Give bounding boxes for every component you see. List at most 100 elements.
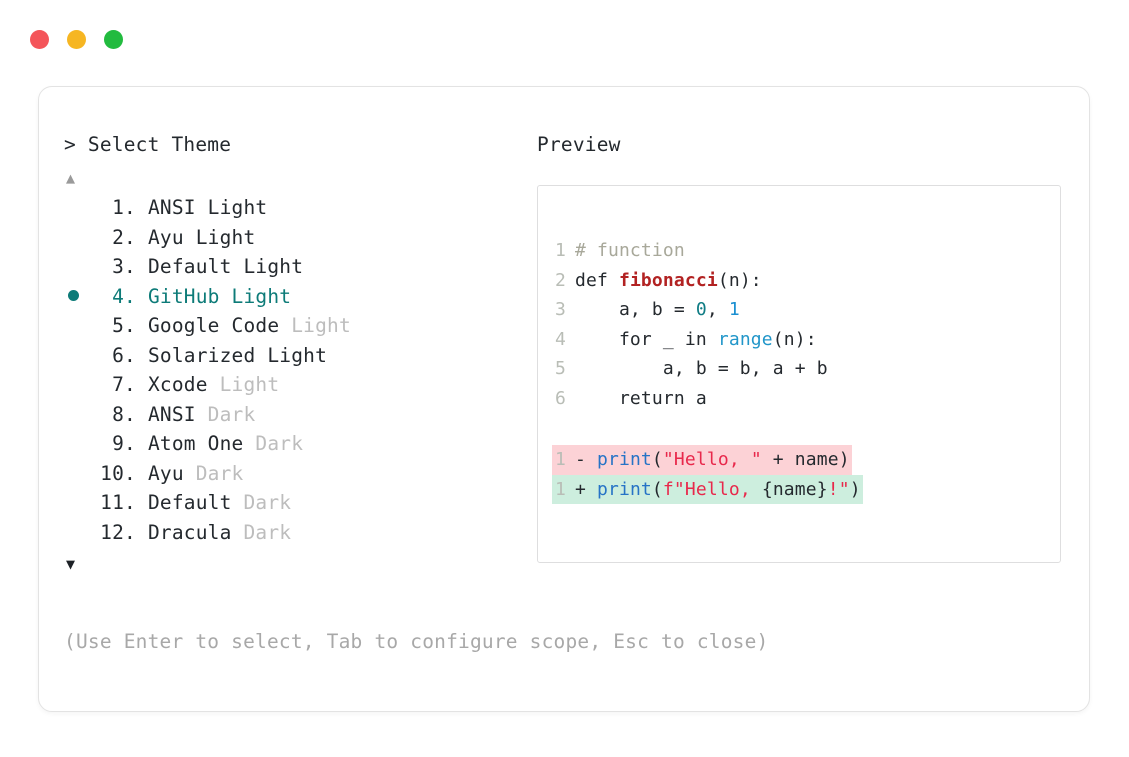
theme-index: 4. [112, 284, 136, 308]
theme-name: Xcode [136, 373, 208, 396]
theme-name: Solarized [136, 343, 256, 367]
code-token: for _ in [575, 328, 718, 350]
line-number: 3 [555, 299, 566, 320]
code-token: # function [575, 240, 685, 261]
line-number: 1 [555, 449, 566, 470]
theme-list-item[interactable]: 11. Default Dark [64, 488, 524, 518]
theme-list-item[interactable]: 4. GitHub Light [64, 282, 524, 312]
theme-index: 7. [112, 373, 136, 396]
code-line: 1 # function [552, 236, 1060, 266]
theme-name: ANSI [136, 196, 196, 219]
theme-variant-badge: Light [255, 343, 328, 367]
code-token: ( [651, 449, 663, 470]
theme-list-item[interactable]: 10. Ayu Dark [64, 459, 524, 489]
theme-variant-badge: Light [279, 314, 351, 337]
theme-variant-badge: Dark [243, 432, 304, 455]
theme-variant-badge: Dark [195, 402, 256, 426]
scroll-up-icon[interactable]: ▲ [66, 169, 76, 187]
theme-variant-badge: Light [231, 255, 304, 278]
minimize-button[interactable] [67, 30, 86, 49]
theme-index: 5. [112, 314, 136, 337]
theme-index: 3. [112, 255, 136, 278]
theme-name: Ayu [136, 225, 184, 249]
code-token: {name} [761, 478, 828, 500]
page-title: Select Theme [87, 133, 232, 156]
theme-variant-badge: Light [207, 373, 280, 396]
theme-list-item[interactable]: 12. Dracula Dark [64, 518, 524, 548]
theme-index: 12. [100, 520, 136, 544]
prompt-caret-icon: > [64, 133, 76, 156]
code-token: return a [575, 387, 707, 409]
theme-index: 2. [112, 225, 136, 249]
code-token: f [662, 478, 674, 500]
line-number: 4 [555, 328, 566, 350]
line-number: 1 [555, 240, 566, 261]
theme-index: 10. [100, 461, 136, 485]
code-line: 4 for _ in range(n): [552, 325, 1060, 355]
theme-name: Ayu [136, 461, 184, 485]
diff-sign: + [575, 478, 597, 500]
theme-name: Dracula [136, 520, 232, 544]
theme-variant-badge: Dark [183, 461, 244, 485]
theme-index: 9. [112, 432, 136, 455]
selection-bullet-icon [64, 283, 90, 313]
preview-label: Preview [537, 133, 621, 156]
code-token: ) [849, 478, 861, 500]
theme-variant-badge: Light [195, 196, 268, 219]
code-line: 6 return a [552, 384, 1060, 414]
prompt-header: > Select Theme [64, 133, 524, 157]
code-token: def [575, 269, 619, 291]
theme-list-item[interactable]: 8. ANSI Dark [64, 400, 524, 430]
code-token: + name) [761, 449, 850, 470]
theme-variant-badge: Dark [231, 491, 292, 514]
theme-list-item[interactable]: 7. Xcode Light [64, 370, 524, 400]
code-token: 1 [728, 299, 740, 320]
theme-list-item[interactable]: 9. Atom One Dark [64, 429, 524, 459]
line-number: 2 [555, 269, 566, 291]
code-token: "Hello, [673, 478, 762, 500]
code-token: !" [827, 478, 850, 500]
theme-name: Default [136, 491, 232, 514]
theme-list-item[interactable]: 6. Solarized Light [64, 341, 524, 371]
code-token: print [596, 478, 652, 500]
code-token: "Hello, " [662, 449, 762, 470]
line-number: 6 [555, 387, 566, 409]
theme-list-item[interactable]: 2. Ayu Light [64, 223, 524, 253]
theme-variant-badge: Light [183, 225, 256, 249]
code-token: (n): [772, 328, 817, 350]
diff-line-removed: 1- print("Hello, " + name) [552, 445, 852, 475]
theme-name: Default [136, 255, 232, 278]
theme-name: Google Code [136, 314, 280, 337]
maximize-button[interactable] [104, 30, 123, 49]
theme-name: Atom One [136, 432, 244, 455]
code-token: a, b = b, a + b [575, 358, 828, 379]
code-token: (n): [717, 269, 762, 291]
theme-name: GitHub [136, 284, 220, 308]
theme-index: 11. [100, 491, 136, 514]
line-number: 1 [555, 478, 566, 500]
line-number: 5 [555, 358, 566, 379]
close-button[interactable] [30, 30, 49, 49]
scroll-down-icon[interactable]: ▼ [66, 555, 76, 573]
diff-sign: - [575, 449, 597, 470]
diff-line-added: 1 + print(f"Hello, {name}!") [552, 474, 863, 504]
code-token: print [596, 449, 652, 470]
theme-list-item[interactable]: 5. Google Code Light [64, 311, 524, 341]
theme-name: ANSI [136, 402, 196, 426]
code-token: range [717, 328, 773, 350]
theme-variant-badge: Light [219, 284, 292, 308]
code-line: 3 a, b = 0, 1 [552, 295, 1060, 325]
code-token: ( [651, 478, 663, 500]
code-spacer [552, 413, 1060, 445]
code-token: 0 [695, 299, 707, 320]
theme-list-item[interactable]: 3. Default Light [64, 252, 524, 282]
code-token: , [706, 299, 729, 320]
theme-index: 6. [112, 343, 136, 367]
theme-list-item[interactable]: 1. ANSI Light [64, 193, 524, 223]
